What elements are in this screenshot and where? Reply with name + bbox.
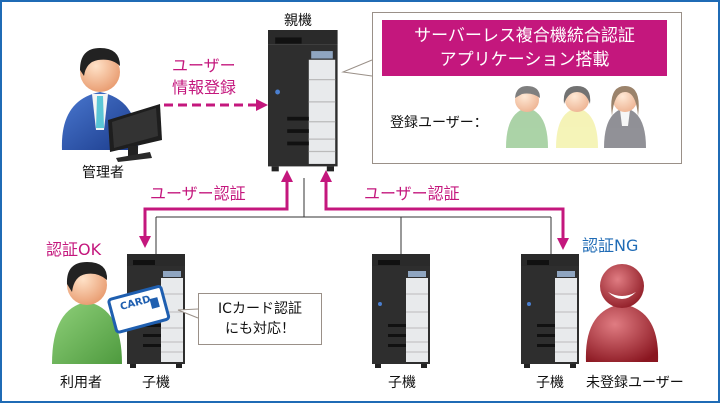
auth-left-arrowhead-up	[281, 170, 293, 182]
banner-line-2: アプリケーション搭載	[439, 50, 610, 70]
user-ng-label: 未登録ユーザー	[586, 375, 684, 391]
registered-user-1-icon	[506, 86, 548, 148]
callout-pointer	[341, 59, 373, 77]
bubble-pointer	[177, 308, 199, 319]
network-lines	[155, 178, 552, 255]
banner-line-1: サーバーレス複合機統合認証	[414, 26, 635, 46]
child-mfp-2-label: 子機	[388, 375, 416, 391]
user-ok-label: 利用者	[60, 375, 102, 391]
auth-right-arrowhead-up	[320, 170, 332, 182]
auth-ng-status: 認証NG	[582, 236, 639, 255]
parent-mfp-label: 親機	[284, 13, 312, 29]
child-mfp-3-icon	[520, 253, 580, 369]
admin-person-icon	[61, 48, 162, 162]
user-ng-icon	[585, 264, 659, 362]
registered-user-2-icon	[556, 86, 598, 148]
bubble-line-2: にも対応！	[225, 321, 295, 337]
auth-right-arrowhead-down	[557, 238, 569, 250]
registration-label-line2: 情報登録	[172, 78, 237, 97]
registration-label-line1: ユーザー	[172, 56, 236, 75]
registered-users-label: 登録ユーザー：	[390, 115, 488, 131]
auth-ok-status: 認証OK	[46, 240, 102, 259]
ic-card-bubble: ICカード認証 にも対応！	[198, 293, 322, 345]
auth-left-label: ユーザー認証	[150, 184, 246, 203]
child-mfp-3-label: 子機	[536, 375, 564, 391]
auth-right-arrow	[324, 180, 565, 240]
child-mfp-1-label: 子機	[142, 375, 170, 391]
parent-mfp-icon	[267, 29, 339, 172]
child-mfp-2-icon	[371, 253, 431, 369]
user-ok-icon	[52, 262, 122, 364]
registered-user-3-icon	[604, 86, 646, 148]
app-banner: サーバーレス複合機統合認証 アプリケーション搭載	[382, 20, 667, 76]
registration-arrowhead	[256, 99, 268, 111]
auth-right-label: ユーザー認証	[364, 184, 460, 203]
auth-left-arrow	[143, 180, 289, 238]
ic-card-icon[interactable]	[107, 285, 171, 334]
admin-label: 管理者	[82, 165, 124, 181]
auth-left-arrowhead-down	[139, 236, 151, 248]
bubble-line-1: ICカード認証	[218, 301, 302, 317]
